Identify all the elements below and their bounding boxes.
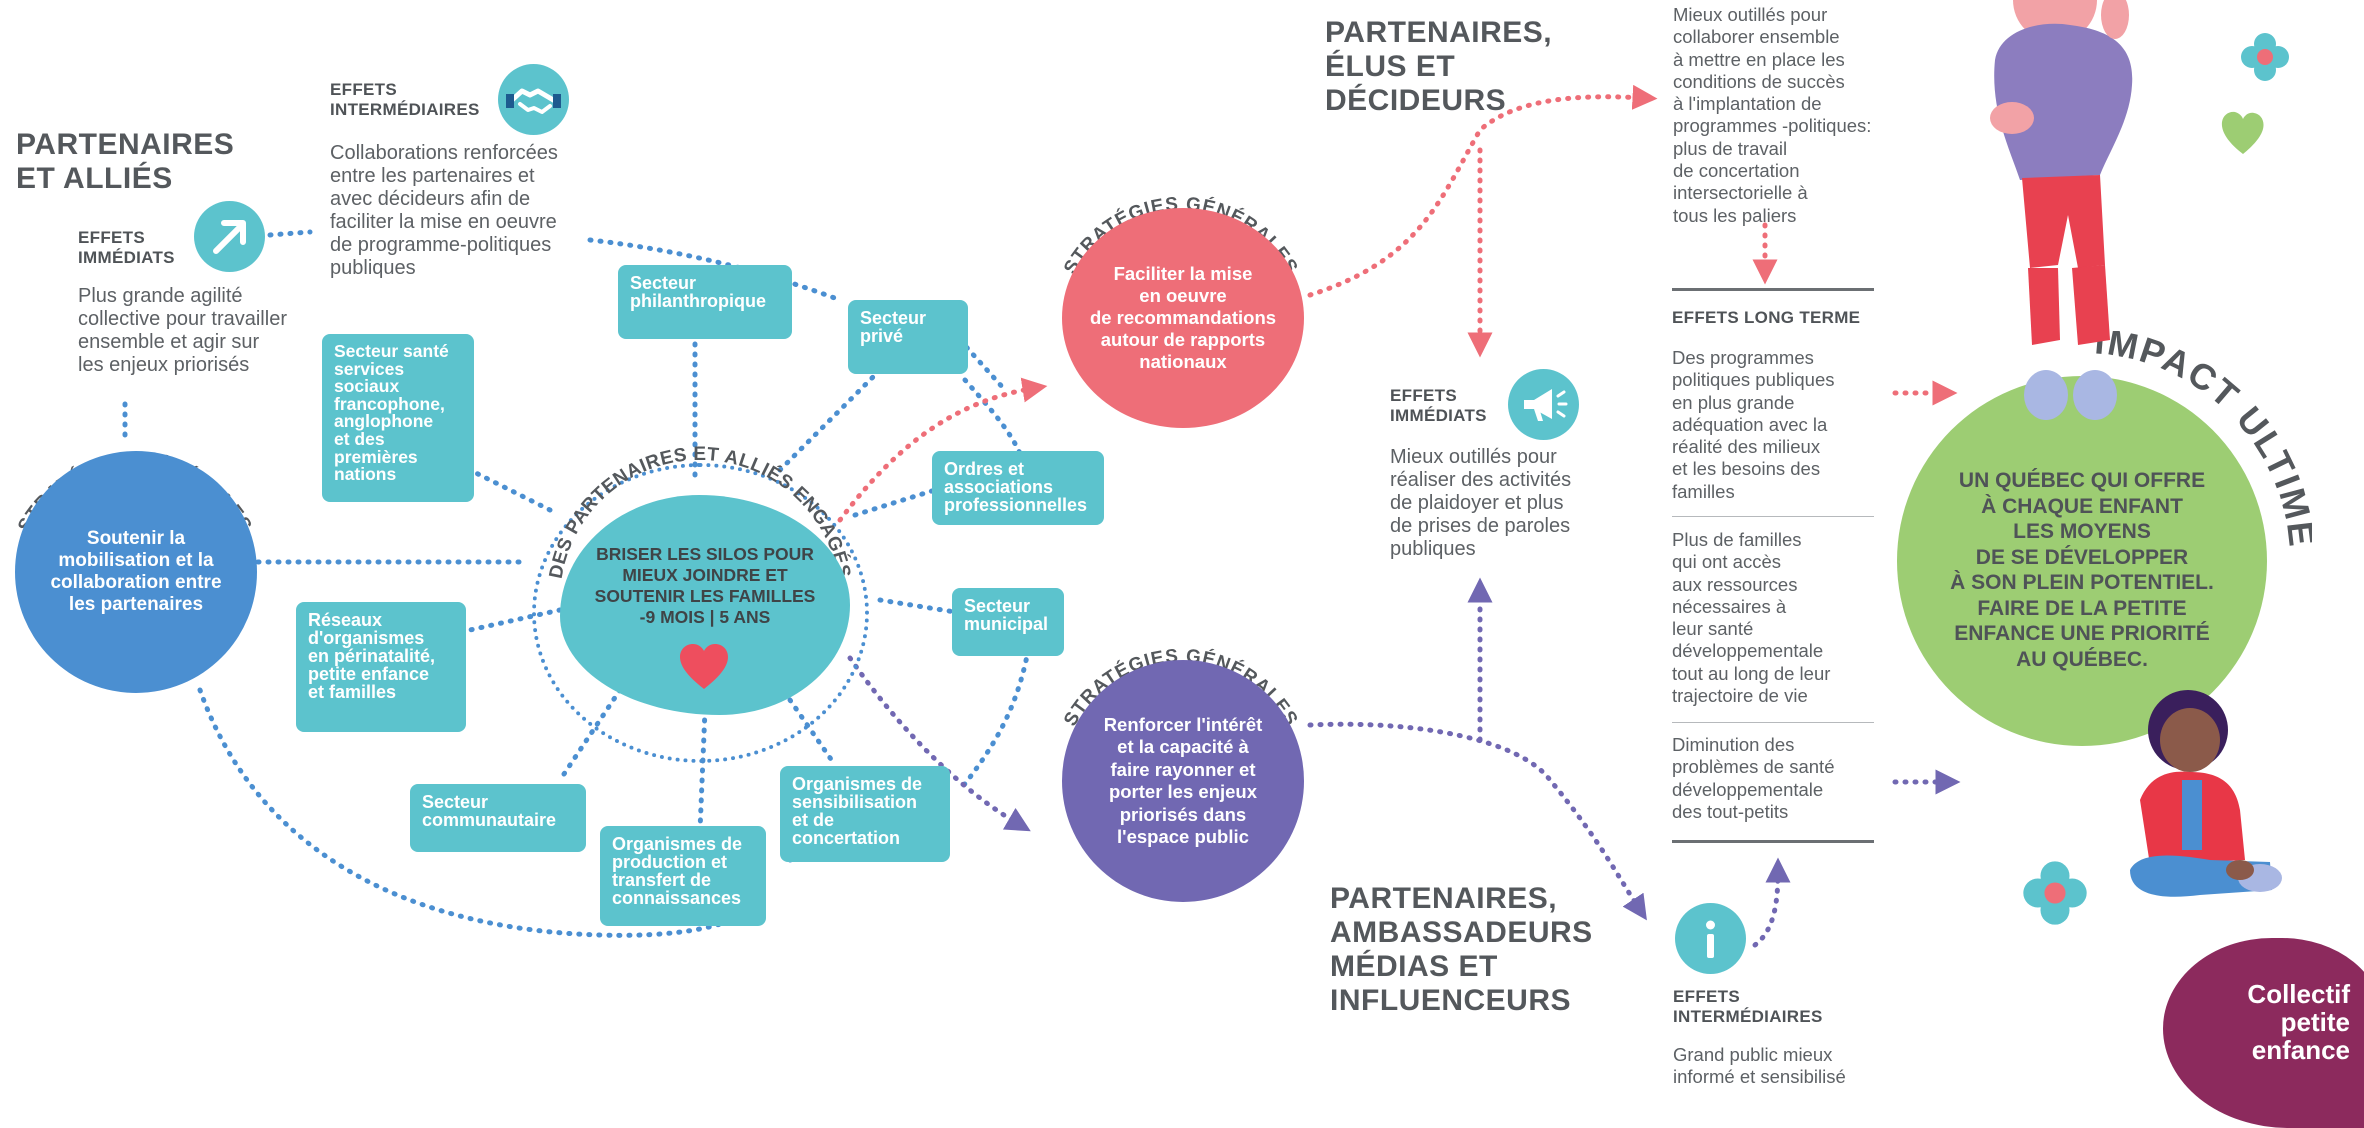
megaphone-icon [1508,369,1579,440]
effets-immediats-left-text: Plus grande agilité collective pour trav… [78,285,287,376]
long-term-divider-2 [1672,722,1874,723]
arrow-up-right-icon [194,201,265,272]
long-term-item-1: Des programmes politiques publiques en p… [1672,347,1835,502]
sector-municipal: Secteur municipal [952,588,1064,656]
strategy-red-circle: Faciliter la mise en oeuvre de recommand… [1062,208,1304,428]
sector-prive: Secteur privé [848,300,968,374]
heart-icon [680,644,728,689]
center-text: BRISER LES SILOS POUR MIEUX JOINDRE ET S… [594,544,816,627]
heart-small-icon [2221,111,2264,154]
effets-immediats-left-label: EFFETS IMMÉDIATS [78,228,175,267]
sector-philanthropique: Secteur philanthropique [618,265,792,339]
impact-text: UN QUÉBEC QUI OFFRE À CHAQUE ENFANT LES … [1950,469,2214,671]
sector-ordres-associations: Ordres et associations professionnelles [932,451,1104,525]
long-term-item-3: Diminution des problèmes de santé dévelo… [1672,734,1835,822]
effets-immediats-mid-text: Mieux outillés pour réaliser des activit… [1390,446,1572,560]
heading-partenaires-medias: PARTENAIRES, AMBASSADEURS MÉDIAS ET INFL… [1330,882,1593,1017]
long-term-bottom-rule [1672,840,1874,843]
info-icon [1675,903,1746,974]
impact-arc-label: IMPACT ULTIME [2093,331,2312,550]
long-term-divider-1 [1672,516,1874,517]
handshake-icon [498,64,569,135]
center-dotted-ring [532,463,869,763]
sector-sensibilisation-concertation: Organismes de sensibilisation et de conc… [780,766,950,862]
strategy-left-circle: Soutenir la mobilisation et la collabora… [15,451,257,693]
long-term-top-rule [1672,288,1874,291]
top-right-effects-text: Mieux outillés pour collaborer ensemble … [1673,4,1872,226]
collectif-logo-text: Collectif petite enfance [2247,979,2350,1065]
effets-immediats-mid-label: EFFETS IMMÉDIATS [1390,386,1487,425]
long-term-item-2: Plus de familles qui ont accès aux resso… [1672,529,1831,707]
flower-icon [2241,33,2289,81]
effets-intermediaires-bottom-label: EFFETS INTERMÉDIAIRES [1673,987,1823,1026]
effets-intermediaires-bottom-text: Grand public mieux informé et sensibilis… [1673,1044,1846,1088]
child-sitting-illustration [2130,690,2282,897]
long-term-label: EFFETS LONG TERME [1672,308,1861,327]
sector-production-transfert: Organismes de production et transfert de… [600,826,766,926]
sector-sante-services-sociaux: Secteur santé services sociaux francopho… [322,334,474,502]
heading-partenaires-elus: PARTENAIRES, ÉLUS ET DÉCIDEURS [1325,16,1553,117]
heading-partenaires-allies: PARTENAIRES ET ALLIÉS [16,128,235,195]
strategy-purple-circle: Renforcer l'intérêt et la capacité à fai… [1062,660,1304,902]
sector-reseaux-organismes: Réseaux d'organismes en périnatalité, pe… [296,602,466,732]
sector-communautaire: Secteur communautaire [410,784,586,852]
child-standing-illustration [1990,0,2133,420]
connector-lines [122,84,1961,948]
effets-intermediaires-top-text: Collaborations renforcées entre les part… [330,142,558,279]
impact-circle [1897,376,2267,746]
effets-intermediaires-top-label: EFFETS INTERMÉDIAIRES [330,80,480,119]
flower-icon [2023,861,2087,925]
